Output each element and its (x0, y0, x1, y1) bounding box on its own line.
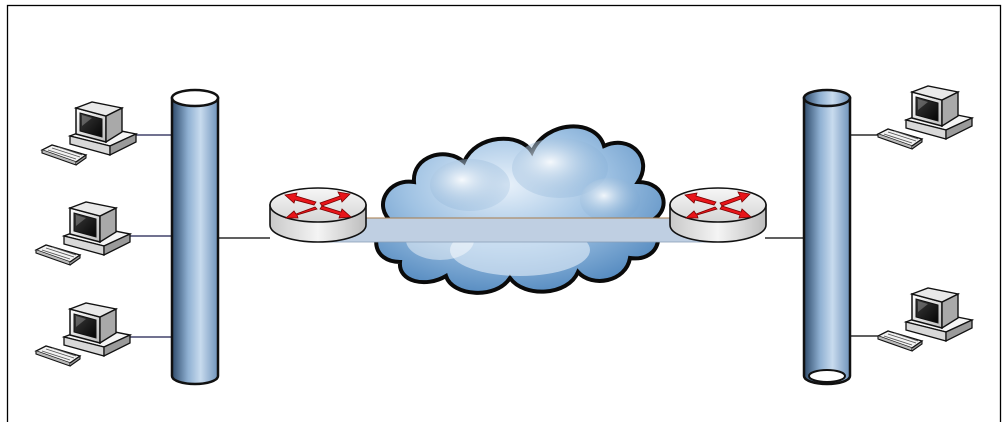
right-network-bus-icon (804, 90, 850, 384)
left-router-icon[interactable] (270, 188, 366, 242)
left-network-bus-icon (172, 90, 218, 384)
left-computer-1-icon[interactable] (42, 102, 136, 165)
vpn-tunnel (316, 218, 718, 242)
right-computer-2-icon[interactable] (878, 288, 972, 351)
cloud-icon (376, 126, 663, 292)
right-router-icon[interactable] (670, 188, 766, 242)
right-computer-1-icon[interactable] (878, 86, 972, 149)
left-computer-2-icon[interactable] (36, 202, 130, 265)
left-computer-3-icon[interactable] (36, 303, 130, 366)
